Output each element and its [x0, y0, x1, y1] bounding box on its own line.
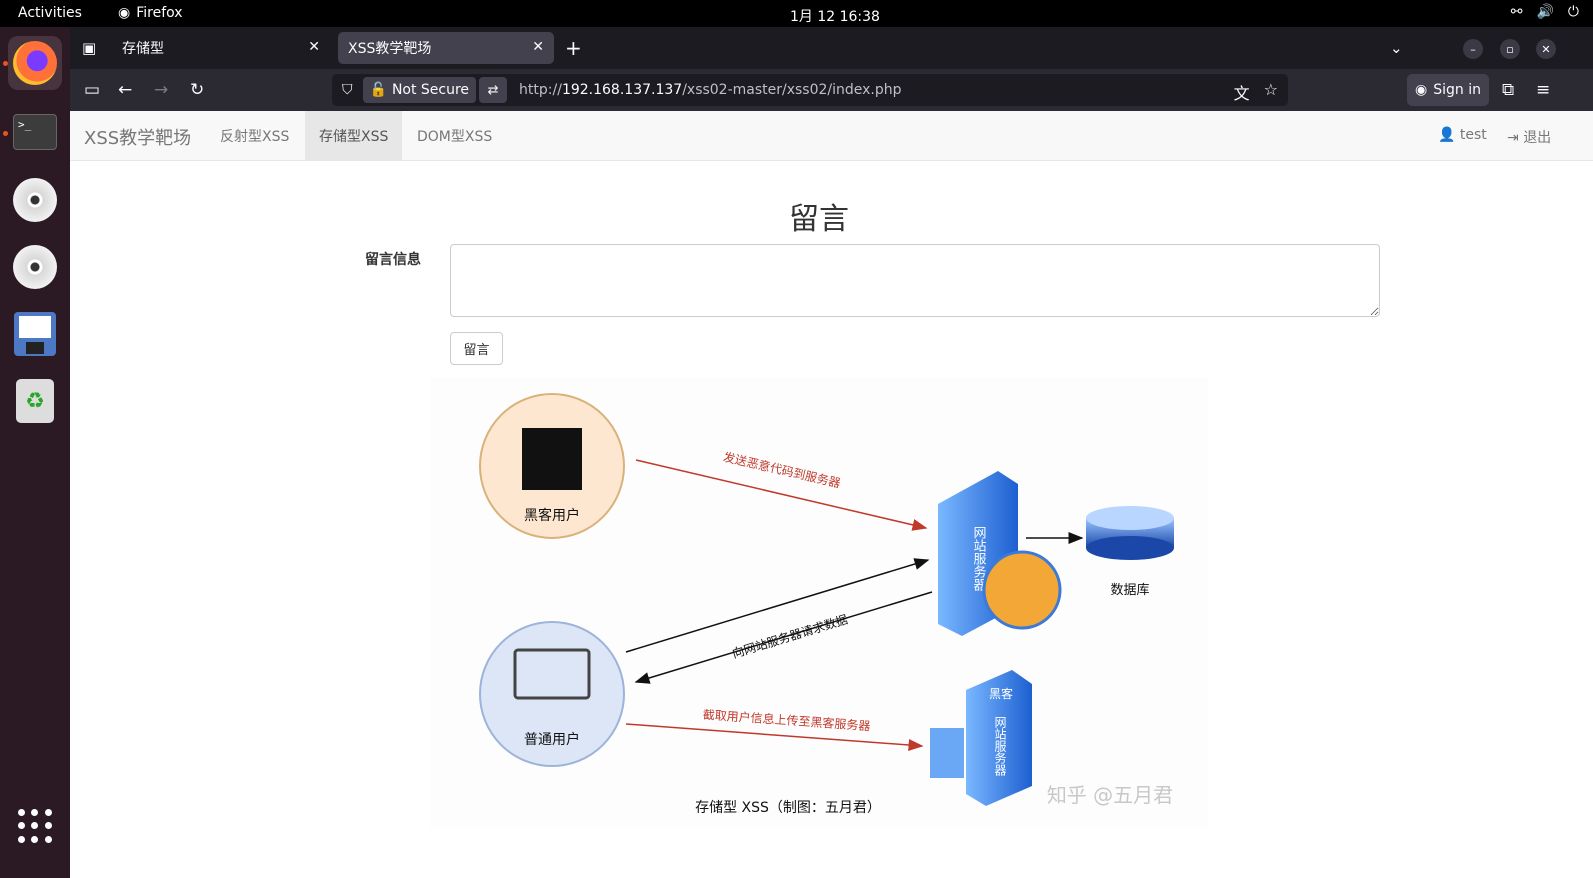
arrow-steal-info: [625, 723, 924, 751]
minimize-button[interactable]: –: [1463, 39, 1483, 59]
normal-user-label: 普通用户: [524, 731, 580, 748]
running-indicator: [3, 131, 8, 136]
firefox-icon: ◉: [118, 5, 131, 21]
tab-bar: ▣ 存储型 ✕ XSS教学靶场 ✕ + ⌄ – ▫ ✕: [70, 27, 1593, 69]
database-label: 数据库: [1110, 582, 1149, 598]
nav-stored-xss[interactable]: 存储型XSS: [305, 111, 403, 161]
normal-user-node: 普通用户: [479, 621, 625, 767]
activities-button[interactable]: Activities: [18, 5, 82, 21]
nav-toolbar: ▭ ← → ↻ ⛉ 🔓 Not Secure ⇄ http://192.168.…: [70, 69, 1593, 111]
extensions-icon[interactable]: ⧉: [1502, 80, 1515, 100]
dock-terminal[interactable]: >_: [8, 105, 62, 159]
close-window-button[interactable]: ✕: [1536, 39, 1556, 59]
web-server-label: 网站服务器: [971, 526, 987, 592]
diagram-caption: 存储型 XSS（制图：五月君）: [695, 800, 881, 816]
site-security-badge[interactable]: 🔓 Not Secure: [362, 77, 477, 103]
arrow-response-data: [634, 591, 933, 684]
dock-save[interactable]: [8, 307, 62, 361]
sidebar-icon[interactable]: ▭: [84, 80, 101, 100]
hacker-server-node: 黑客 网站服务器: [930, 670, 1032, 806]
tab-list-icon[interactable]: ⌄: [1390, 39, 1403, 57]
menu-icon[interactable]: ≡: [1536, 80, 1551, 100]
url-text[interactable]: http://192.168.137.137/xss02-master/xss0…: [519, 82, 902, 98]
web-server-node: 网站服务器: [938, 471, 1062, 636]
site-navbar: XSS教学靶场 反射型XSS 存储型XSS DOM型XSS 👤 test ⇥ 退…: [70, 111, 1593, 161]
firefox-icon: [13, 41, 57, 85]
permissions-icon[interactable]: ⇄: [479, 77, 508, 103]
network-icon: ⚯: [1510, 4, 1523, 20]
logout-icon: ⇥: [1507, 130, 1519, 146]
dock-trash[interactable]: ♻: [8, 374, 62, 428]
disc-icon: [13, 245, 57, 289]
dock-firefox[interactable]: [8, 36, 62, 90]
tab-xss-range[interactable]: XSS教学靶场 ✕: [338, 32, 554, 64]
globe-icon: [982, 550, 1062, 630]
floppy-icon: [14, 312, 56, 356]
arrow-request-label: 向网站服务器请求数据: [730, 611, 849, 660]
watermark: 知乎 @五月君: [1047, 783, 1173, 807]
logout-label: 退出: [1523, 130, 1552, 146]
page-title: 留言: [789, 202, 849, 237]
nav-dom-xss[interactable]: DOM型XSS: [417, 129, 493, 145]
system-top-bar: Activities ◉ Firefox 1月 12 16:38 ⚯ 🔊 ⏻: [0, 0, 1593, 27]
monitor-icon: [513, 648, 591, 700]
submit-message-button[interactable]: 留言: [450, 332, 503, 365]
browser-window: ▣ 存储型 ✕ XSS教学靶场 ✕ + ⌄ – ▫ ✕ ▭ ← → ↻ ⛉ 🔓 …: [70, 27, 1593, 878]
hacker-icon: [522, 428, 582, 490]
security-label: Not Secure: [391, 82, 470, 98]
user-icon: 👤: [1438, 127, 1456, 143]
hacker-server-top: 黑客: [989, 686, 1013, 701]
user-link[interactable]: 👤 test: [1438, 127, 1487, 143]
forward-button[interactable]: →: [154, 80, 169, 100]
volume-icon: 🔊: [1536, 4, 1554, 20]
app-name: Firefox: [136, 5, 183, 21]
terminal-icon: >_: [13, 114, 57, 150]
tab-label: 存储型: [122, 41, 164, 57]
username: test: [1459, 127, 1487, 143]
tab-stored[interactable]: 存储型 ✕: [112, 32, 330, 64]
maximize-button[interactable]: ▫: [1500, 39, 1520, 59]
database-node: 数据库: [1086, 506, 1174, 598]
app-menu[interactable]: ◉ Firefox: [118, 5, 183, 21]
arrow-request-data: [625, 558, 930, 653]
back-button[interactable]: ←: [118, 80, 133, 100]
tracking-shield-icon[interactable]: ⛉: [342, 82, 353, 98]
bookmark-star-icon[interactable]: ☆: [1263, 80, 1278, 99]
close-icon[interactable]: ✕: [532, 39, 544, 55]
new-tab-button[interactable]: +: [565, 36, 582, 60]
arrow-steal-label: 截取用户信息上传至黑客服务器: [702, 707, 871, 734]
hacker-label: 黑客用户: [524, 507, 580, 524]
nav-reflected-xss[interactable]: 反射型XSS: [220, 129, 290, 145]
arrow-send-malicious: [635, 459, 928, 531]
page-content: XSS教学靶场 反射型XSS 存储型XSS DOM型XSS 👤 test ⇥ 退…: [70, 111, 1593, 878]
site-brand[interactable]: XSS教学靶场: [84, 128, 192, 149]
tab-overview-icon[interactable]: ▣: [82, 39, 97, 57]
signin-label: Sign in: [1433, 82, 1481, 98]
reload-button[interactable]: ↻: [190, 80, 205, 100]
message-textarea[interactable]: [450, 244, 1380, 317]
clock[interactable]: 1月 12 16:38: [790, 9, 880, 25]
dock-disc-1[interactable]: [8, 173, 62, 227]
hacker-user-node: 黑客用户: [479, 393, 625, 539]
lock-warning-icon: 🔓: [369, 82, 387, 98]
show-apps-button[interactable]: [18, 809, 52, 843]
running-indicator: [3, 61, 8, 66]
address-bar[interactable]: ⛉ 🔓 Not Secure ⇄ http://192.168.137.137/…: [332, 74, 1288, 106]
dock-disc-2[interactable]: [8, 240, 62, 294]
close-icon[interactable]: ✕: [308, 39, 320, 55]
message-label: 留言信息: [365, 252, 421, 268]
logout-link[interactable]: ⇥ 退出: [1507, 127, 1551, 147]
system-tray[interactable]: ⚯ 🔊 ⏻: [1511, 4, 1579, 20]
disc-icon: [13, 178, 57, 222]
trash-icon: ♻: [16, 379, 54, 423]
account-button[interactable]: ◉ Sign in: [1407, 74, 1489, 106]
dock: >_ ♻: [0, 27, 70, 878]
small-server-icon: [930, 728, 964, 778]
tab-label: XSS教学靶场: [348, 41, 432, 57]
power-icon: ⏻: [1567, 4, 1579, 20]
hacker-server-label: 网站服务器: [993, 716, 1007, 777]
translate-icon[interactable]: 文: [1233, 84, 1250, 103]
account-icon: ◉: [1415, 82, 1428, 98]
stored-xss-diagram: 黑客用户 普通用户 网站服务器: [430, 378, 1208, 828]
